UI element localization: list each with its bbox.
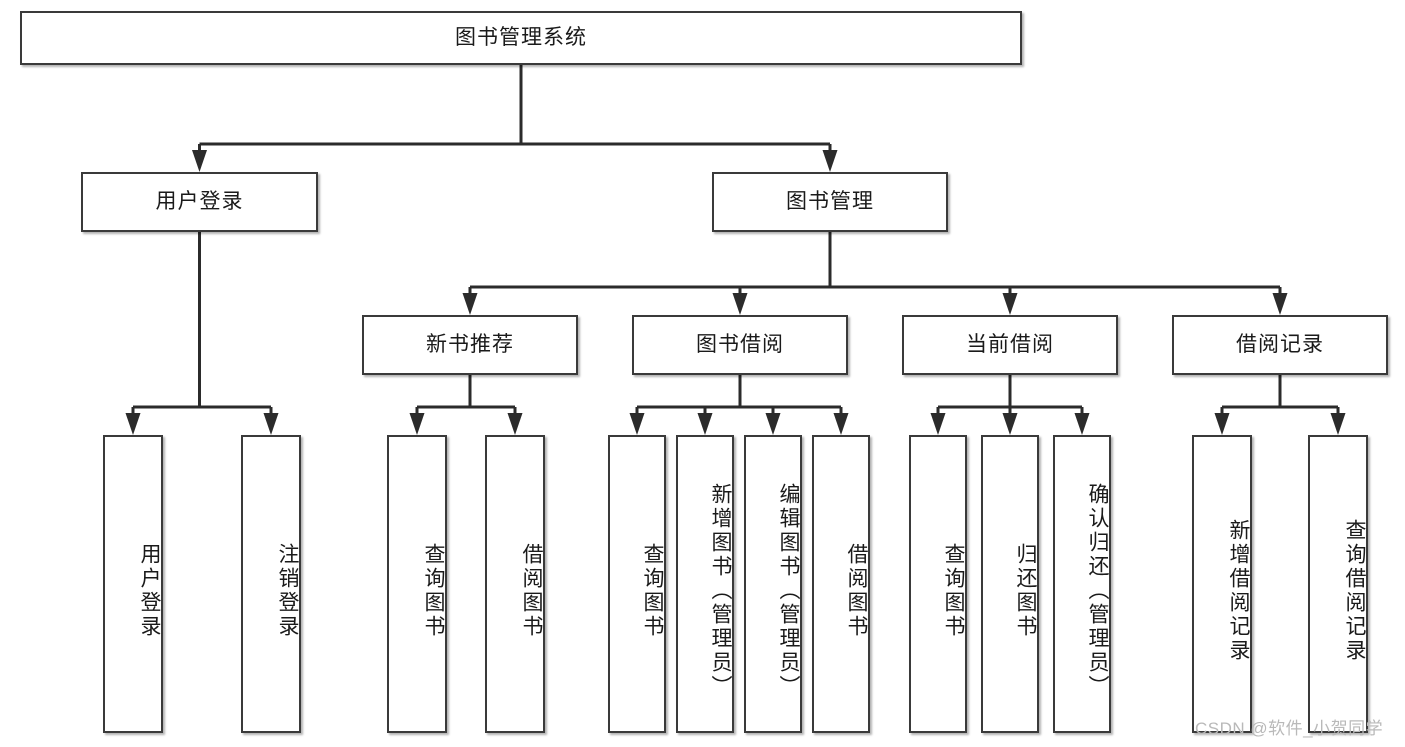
node-l1-1: 用户登录 [81,172,318,232]
node-leaf-7: 编辑图书（管理员） [744,435,802,733]
node-root: 图书管理系统 [20,11,1022,65]
node-l2-4: 借阅记录 [1172,315,1388,375]
node-l1-2: 图书管理 [712,172,948,232]
node-leaf-11: 确认归还（管理员） [1053,435,1111,733]
node-leaf-12: 新增借阅记录 [1192,435,1252,733]
csdn-watermark: CSDN @软件_小贺同学 [1195,719,1384,738]
node-l2-3: 当前借阅 [902,315,1118,375]
node-leaf-1: 用户登录 [103,435,163,733]
node-leaf-13: 查询借阅记录 [1308,435,1368,733]
node-leaf-9: 查询图书 [909,435,967,733]
node-leaf-4: 借阅图书 [485,435,545,733]
node-leaf-8: 借阅图书 [812,435,870,733]
node-leaf-3: 查询图书 [387,435,447,733]
node-l2-2: 图书借阅 [632,315,848,375]
node-leaf-5: 查询图书 [608,435,666,733]
node-leaf-2: 注销登录 [241,435,301,733]
node-leaf-6: 新增图书（管理员） [676,435,734,733]
node-l2-1: 新书推荐 [362,315,578,375]
node-leaf-10: 归还图书 [981,435,1039,733]
